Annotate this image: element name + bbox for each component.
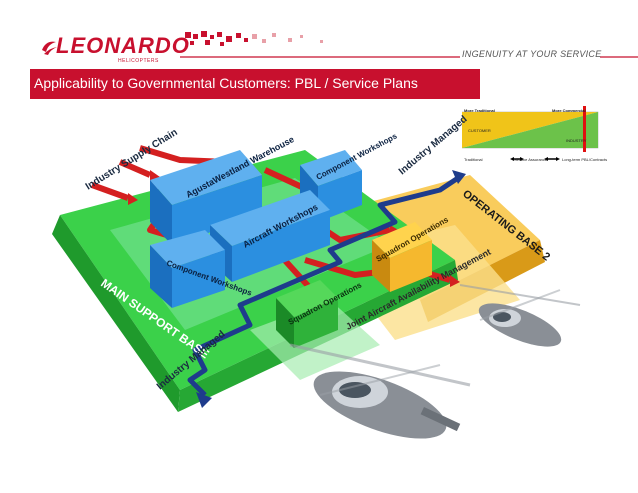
header-band [0,30,638,60]
inset-left-label: More Traditional [464,108,495,113]
tagline: INGENUITY AT YOUR SERVICE [462,49,602,59]
inset-customer-label: CUSTOMER [468,128,491,133]
brand-logo: LEONARDO [56,33,190,58]
inset-chart [462,106,599,161]
inset-bottom-mid: Service Assurance [514,157,548,162]
logo-icon [42,41,57,55]
title-bar [30,69,480,99]
inset-bottom-left: Traditional [464,157,483,162]
slide-title: Applicability to Governmental Customers:… [34,75,418,91]
inset-bottom-right: Long-term PBL/Contracts [562,157,608,162]
component-workshops-left-building [150,230,225,308]
helicopter-small [459,284,581,347]
brand-sub: HELICOPTERS [118,58,159,64]
label-industry-managed-top: Industry Managed [397,114,470,177]
warehouse-building [150,150,262,245]
inset-right-label: More Commercial [552,108,586,113]
squadron-ops-green-building [276,280,338,348]
squadron-ops-orange-building [372,222,432,292]
helicopter-large [289,343,471,439]
inset-industry-label: INDUSTRY [566,138,587,143]
